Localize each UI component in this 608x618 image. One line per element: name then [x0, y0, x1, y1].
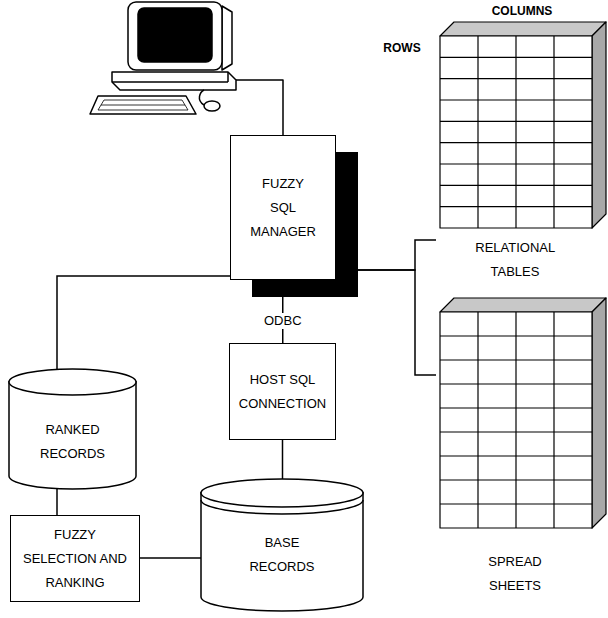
edge-label: ODBC [261, 313, 305, 329]
process-box: FUZZY SELECTION AND RANKING [10, 515, 140, 602]
keyboard [90, 96, 196, 114]
grid-front-face [440, 36, 592, 228]
monitor-screen [138, 8, 212, 62]
connector-line [282, 280, 284, 343]
connector-line [140, 557, 201, 559]
computer-wire [236, 80, 283, 135]
connector-line [57, 276, 230, 369]
computer-base [112, 72, 236, 90]
keyboard-keys [98, 100, 188, 110]
monitor [128, 2, 222, 70]
axis-label: COLUMNS [492, 4, 553, 18]
relational-tables: RELATIONAL TABLES [436, 22, 608, 284]
grid-front-face [440, 312, 592, 528]
cylinder-rim [201, 500, 363, 514]
mouse [204, 101, 220, 111]
grid-column-line [515, 312, 516, 528]
grid-column-line [477, 36, 478, 228]
database-cylinder: RANKED RECORDS [8, 368, 137, 490]
connector-line [336, 270, 436, 375]
grid-column-line [553, 312, 554, 528]
node-label: FUZZY SELECTION AND RANKING [20, 523, 130, 595]
grid-column-line [477, 312, 478, 528]
keyboard-keys [101, 105, 185, 106]
cylinder-top [9, 369, 136, 395]
cylinder-top [201, 479, 363, 507]
axis-label: ROWS [383, 41, 420, 55]
node-label: HOST SQL CONNECTION [239, 368, 326, 416]
process-box: HOST SQL CONNECTION [229, 343, 336, 440]
database-cylinder: BASE RECORDS [200, 478, 364, 612]
table-grid-illustration [436, 298, 608, 598]
node-label: RELATIONAL TABLES [475, 236, 554, 284]
connector-line [336, 240, 436, 270]
grid-column-line [553, 36, 554, 228]
computer-base-edge [112, 81, 228, 83]
grid-side-face [592, 298, 606, 528]
spreadsheets: SPREAD SHEETS [436, 298, 608, 598]
grid-top-face [440, 298, 606, 312]
monitor-side [222, 6, 232, 70]
grid-side-face [592, 22, 606, 228]
connector-line [56, 489, 58, 515]
node-label: BASE RECORDS [249, 531, 314, 579]
grid-top-face [440, 22, 606, 36]
node-label: SPREAD SHEETS [488, 550, 541, 598]
node-label: FUZZY SQL MANAGER [250, 172, 316, 244]
node-label: RANKED RECORDS [40, 418, 105, 466]
mouse-cable [199, 90, 204, 105]
cylinder-body [201, 492, 363, 611]
computer-base-edge [227, 72, 229, 82]
grid-column-line [515, 36, 516, 228]
cylinder-body [9, 381, 136, 489]
process-box: FUZZY SQL MANAGER [230, 135, 336, 280]
connector-line [282, 440, 284, 479]
